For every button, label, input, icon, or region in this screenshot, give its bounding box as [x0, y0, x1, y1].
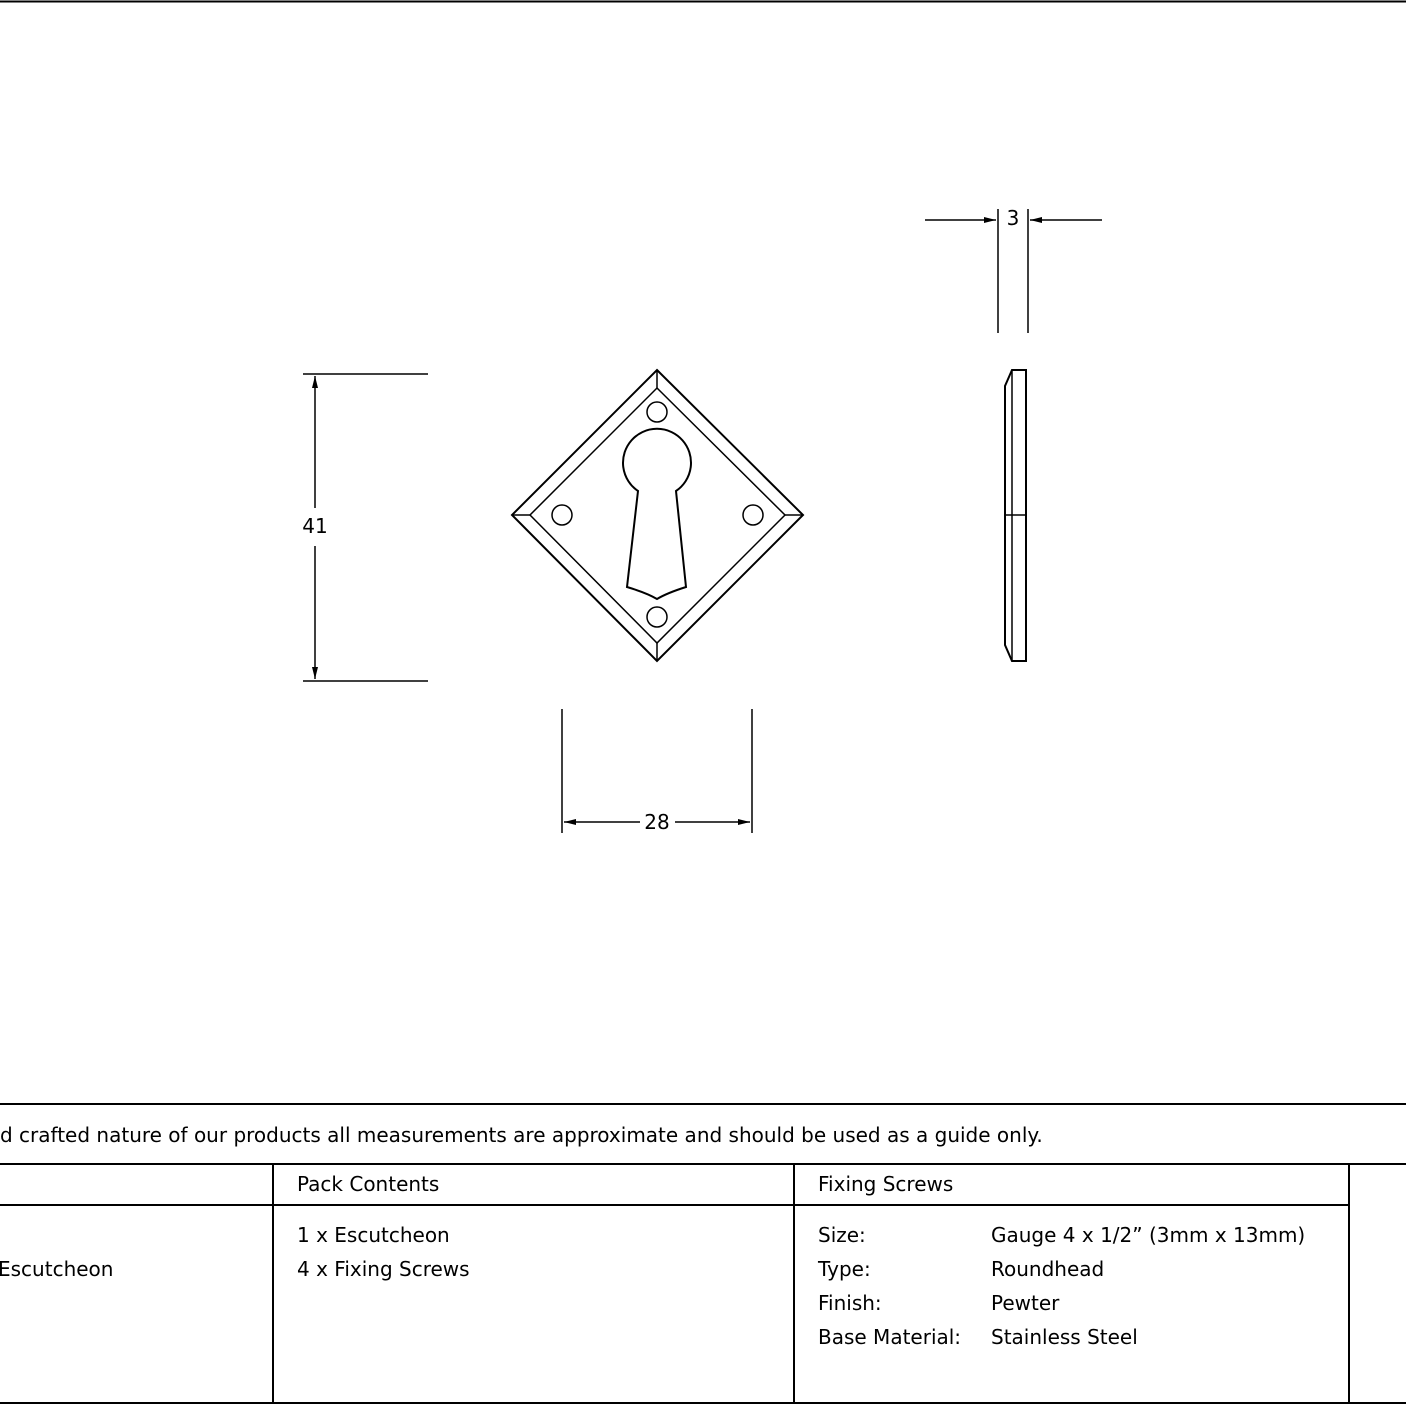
pack-contents-item: 4 x Fixing Screws [297, 1257, 470, 1281]
screw-type-value: Roundhead [991, 1257, 1105, 1281]
escutcheon-side-view [1004, 369, 1027, 662]
thickness-dimension-label: 3 [1007, 206, 1020, 230]
escutcheon-outer-outline [510, 368, 805, 663]
width-dimension-label: 28 [644, 810, 669, 834]
pack-contents-item: 1 x Escutcheon [297, 1223, 450, 1247]
measurement-disclaimer: d crafted nature of our products all mea… [0, 1123, 1043, 1147]
screw-size-label: Size: [818, 1223, 866, 1247]
screw-base-material-value: Stainless Steel [991, 1325, 1138, 1349]
screw-hole-bottom [646, 606, 668, 628]
product-name: Escutcheon [0, 1257, 114, 1281]
screw-type-label: Type: [818, 1257, 871, 1281]
screw-base-material-label: Base Material: [818, 1325, 962, 1349]
screw-finish-value: Pewter [991, 1291, 1060, 1315]
info-table-grid [0, 1103, 1406, 1404]
pack-contents-header: Pack Contents [297, 1172, 440, 1196]
fixing-screws-header: Fixing Screws [818, 1172, 954, 1196]
width-dimension [561, 709, 753, 833]
screw-hole-right [742, 504, 764, 526]
height-dimension-label: 41 [302, 514, 327, 538]
screw-hole-top [646, 401, 668, 423]
escutcheon-bevel-edge [528, 386, 787, 645]
screw-finish-label: Finish: [818, 1291, 882, 1315]
keyhole-outline [622, 427, 692, 601]
thickness-dimension [925, 209, 1102, 333]
height-dimension [303, 373, 428, 682]
escutcheon-front-view [510, 368, 805, 663]
screw-hole-left [551, 504, 573, 526]
screw-size-value: Gauge 4 x 1/2” (3mm x 13mm) [991, 1223, 1306, 1247]
